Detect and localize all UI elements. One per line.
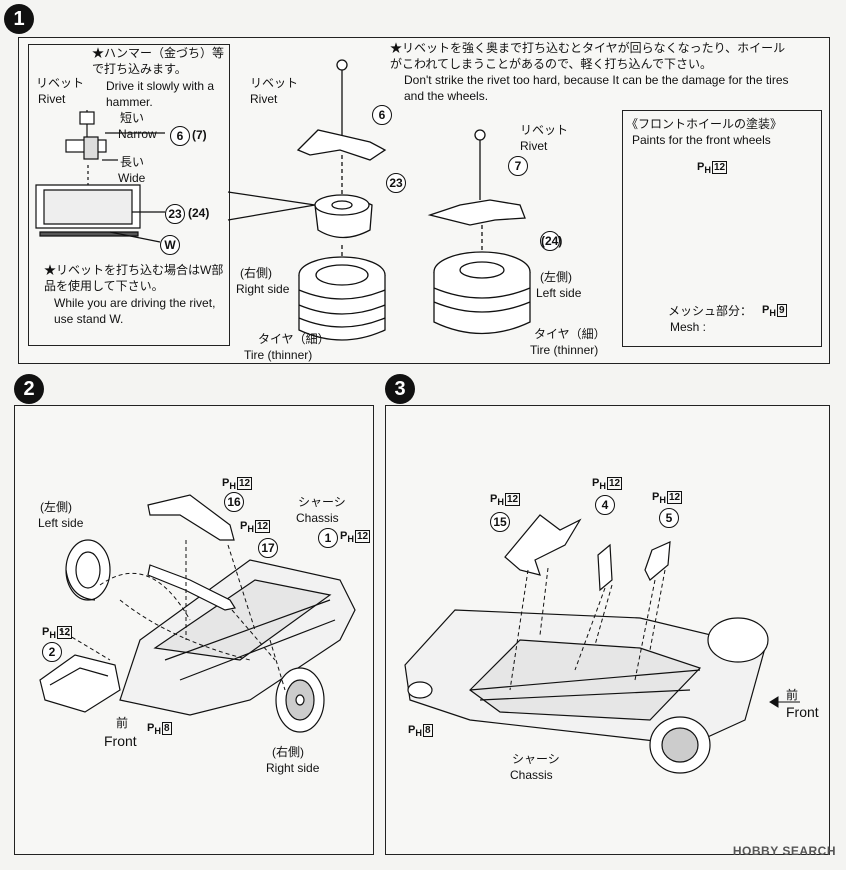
part-6: 6 [372,105,392,125]
step2-left-en: Left side [38,516,84,530]
rivet-en-right: Rivet [520,139,548,153]
inset-rivet-en: Rivet [38,92,66,106]
tire-en-right: Tire (thinner) [530,343,599,357]
short-jp: 短い [120,111,145,125]
step3-front-jp: 前 [786,688,799,702]
step2-left-jp: (左側) [40,500,72,514]
step2-chassis-jp: シャーシ [298,495,346,509]
rivet-jp-right: リベット [520,123,569,137]
right-side-jp: (右側) [240,266,272,280]
rivet-jp-center: リベット [250,76,299,90]
step2-part-1: 1 [318,528,338,548]
tire-jp-right: タイヤ（細） [534,327,606,341]
warning-note-en: Don't strike the rivet too hard, because… [404,73,789,103]
step2-part-17: 17 [258,538,278,558]
part-w-stand: W [160,235,180,255]
rivet-en-center: Rivet [250,92,278,106]
left-side-en: Left side [536,286,582,300]
part-24: (24) [540,231,562,251]
part-23-inset: 23 [165,204,185,224]
mesh-label-jp: メッシュ部分： [668,304,753,318]
front-wheel-title-jp: 《フロントホイールの塗装》 [626,117,783,131]
step2-part-2: 2 [42,642,62,662]
part-7-inset: (7) [192,128,207,142]
hammer-note-en: Drive it slowly with a hammer. [106,79,215,109]
right-side-en: Right side [236,282,290,296]
hobby-search-watermark: HOBBY SEARCH [732,844,836,858]
step3-part-15: 15 [490,512,510,532]
step2-part-16: 16 [224,492,244,512]
step2-right-en: Right side [266,761,320,775]
step3-part-4: 4 [595,495,615,515]
front-wheel-title-en: Paints for the front wheels [632,133,771,147]
long-jp: 長い [120,155,145,169]
part-7: 7 [508,156,528,176]
stand-note-en: While you are driving the rivet, use sta… [54,296,216,326]
step3-chassis-en: Chassis [510,768,553,782]
mesh-label-en: Mesh : [670,320,707,334]
tire-en-center: Tire (thinner) [244,348,313,362]
step-3-badge: 3 [385,374,415,404]
part-24-inset: (24) [188,206,210,220]
step3-part-5: 5 [659,508,679,528]
step2-front-jp: 前 [116,716,129,730]
part-6-inset: 6 [170,126,190,146]
hammer-note-jp: ★ハンマー（金づち）等で打ち込みます。 [92,46,225,76]
tire-jp-center: タイヤ（細） [258,332,330,346]
front-wheel-paint-box [622,110,822,347]
step2-front-en: Front [104,733,137,749]
left-side-jp: (左側) [540,270,572,284]
part-23: 23 [386,173,406,193]
long-en: Wide [118,171,146,185]
step-2-badge: 2 [14,374,44,404]
short-en: Narrow [118,127,157,141]
step-1-badge: 1 [4,4,34,34]
warning-note-jp: ★リベットを強く奥まで打ち込むとタイヤが回らなくなったり、ホイールがこわれてしま… [390,41,786,71]
step3-front-en: Front [786,704,819,720]
inset-rivet-jp: リベット [36,76,85,90]
step2-chassis-en: Chassis [296,511,339,525]
step3-chassis-jp: シャーシ [512,752,560,766]
step2-right-jp: (右側) [272,745,304,759]
stand-note-jp: ★リベットを打ち込む場合はW部品を使用して下さい。 [44,263,224,293]
